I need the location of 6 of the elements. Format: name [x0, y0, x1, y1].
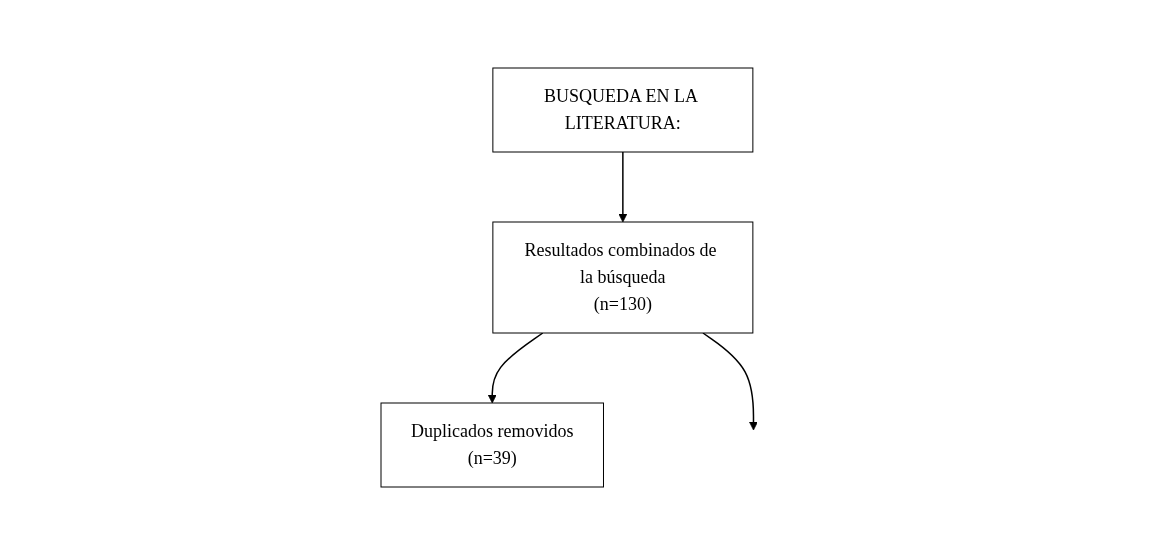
node-box: Duplicados removidos (n=39) — [380, 402, 604, 487]
arrow — [618, 150, 627, 222]
arrow — [701, 331, 758, 430]
node-box: BUSQUEDA EN LA LITERATURA: — [492, 67, 754, 152]
arrow — [487, 331, 544, 403]
node-box: Resultados combinados de la búsqueda (n=130) — [492, 221, 754, 333]
